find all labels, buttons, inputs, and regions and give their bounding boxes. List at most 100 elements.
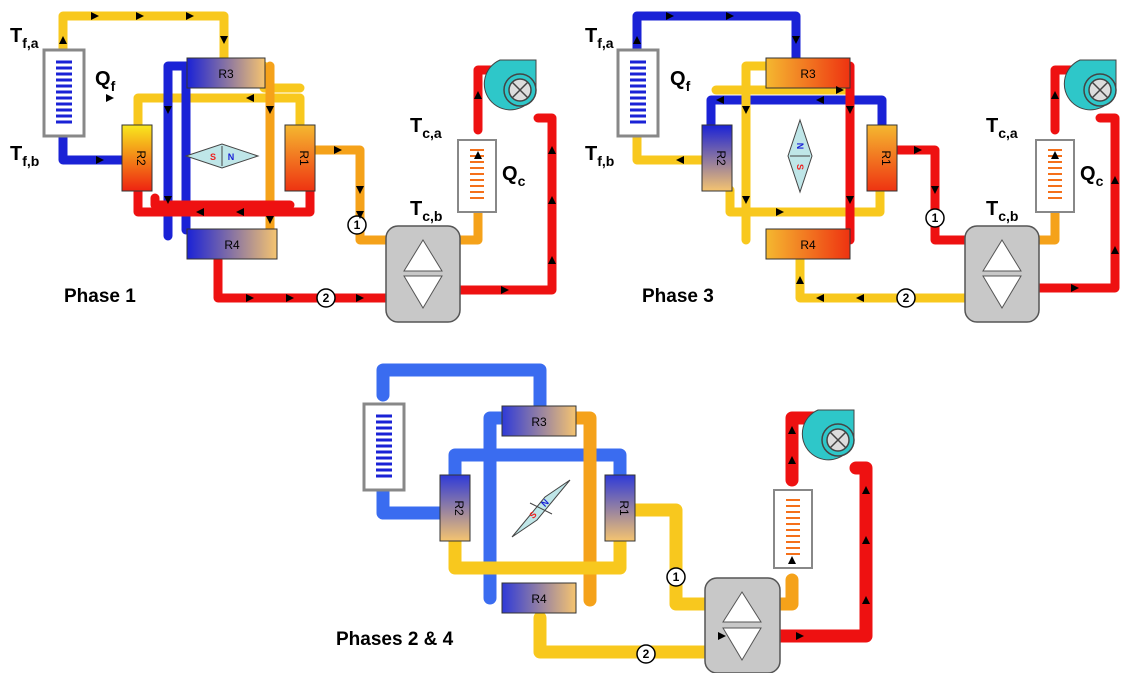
phase1-pipe-red-lower bbox=[150, 193, 295, 210]
phase3-r1-label: R1 bbox=[879, 150, 893, 166]
phase3-r2-label: R2 bbox=[714, 150, 728, 166]
phase1-magnet-n: N bbox=[228, 152, 235, 162]
flow-arrow bbox=[474, 151, 482, 159]
phase3-r4-label: R4 bbox=[800, 238, 816, 252]
phase1-r3-block bbox=[186, 57, 266, 89]
phase1-tfa: Tf,a bbox=[10, 25, 39, 51]
svg-text:2: 2 bbox=[903, 291, 910, 305]
flow-arrow bbox=[1111, 176, 1119, 184]
flow-arrow bbox=[776, 208, 784, 216]
phase3-port-2: 2 bbox=[896, 288, 916, 308]
phase1-cold-hx-coil bbox=[56, 60, 72, 124]
phase3-pipe-r4-to-pump bbox=[795, 255, 970, 303]
svg-text:Tf,a: Tf,a bbox=[585, 25, 614, 51]
flow-arrow bbox=[96, 156, 104, 164]
phase3-pump bbox=[964, 225, 1040, 323]
flow-arrow bbox=[796, 276, 804, 284]
phase1-magnet: S N bbox=[184, 143, 260, 169]
svg-text:Tf,b: Tf,b bbox=[585, 143, 614, 169]
phase24-pipes bbox=[376, 363, 873, 659]
flow-arrow bbox=[716, 96, 724, 104]
flow-arrow bbox=[106, 94, 114, 102]
flow-arrow bbox=[856, 294, 864, 302]
flow-arrow bbox=[356, 186, 364, 194]
svg-text:1: 1 bbox=[673, 570, 680, 584]
flow-arrow bbox=[796, 632, 804, 640]
phase3-r2-block bbox=[701, 124, 733, 192]
phase1-pump bbox=[385, 225, 461, 323]
flow-arrow bbox=[356, 294, 364, 302]
flow-arrow bbox=[246, 94, 254, 102]
flow-arrow bbox=[792, 36, 800, 44]
flow-arrow bbox=[846, 196, 854, 204]
phase1-r1-label: R1 bbox=[297, 150, 311, 166]
flow-arrow bbox=[246, 294, 254, 302]
flow-arrow bbox=[266, 106, 274, 114]
phase3-pipe-yellow-inner bbox=[725, 185, 885, 217]
phase1-tca: Tc,a bbox=[410, 115, 442, 141]
svg-text:Qf: Qf bbox=[670, 68, 691, 94]
phase1-r2-label: R2 bbox=[134, 150, 148, 166]
phase24-port-1: 1 bbox=[666, 567, 686, 587]
phase24-magnet-n: N bbox=[539, 497, 551, 509]
phase1-r2-block bbox=[121, 124, 153, 192]
svg-text:1: 1 bbox=[932, 211, 939, 225]
svg-text:Qc: Qc bbox=[1080, 163, 1104, 189]
flow-arrow bbox=[676, 156, 684, 164]
flow-arrow bbox=[548, 146, 556, 154]
svg-text:2: 2 bbox=[643, 647, 650, 661]
phase1-r3-label: R3 bbox=[218, 67, 234, 81]
phase1-magnet-s: S bbox=[210, 152, 216, 162]
phase3-magnet: N S bbox=[787, 118, 813, 194]
flow-arrow bbox=[548, 196, 556, 204]
phase1-r4-label: R4 bbox=[224, 238, 240, 252]
phase24-pipe-r1-to-pump bbox=[628, 503, 712, 611]
flow-arrow bbox=[548, 256, 556, 264]
flow-arrow bbox=[931, 186, 939, 194]
flow-arrow bbox=[742, 196, 750, 204]
phase24-pipe-r4-to-pump bbox=[533, 611, 712, 659]
phase3-r3-label: R3 bbox=[800, 67, 816, 81]
phase1-pipe-inner-yellow bbox=[133, 93, 305, 130]
flow-arrow bbox=[266, 216, 274, 224]
svg-text:Tc,b: Tc,b bbox=[986, 198, 1018, 224]
phase1-pipe-red-middle bbox=[133, 185, 315, 217]
flow-arrow bbox=[788, 426, 796, 434]
flow-arrow bbox=[836, 86, 844, 94]
flow-arrow bbox=[788, 456, 796, 464]
phase1-r1-block bbox=[284, 124, 316, 192]
flow-arrow bbox=[718, 632, 726, 640]
flow-arrow bbox=[236, 208, 244, 216]
flow-arrow bbox=[788, 556, 796, 564]
phase3-r4-block bbox=[765, 228, 851, 260]
phase24-pipe-blue-frame bbox=[483, 411, 509, 605]
phase24-pipe-pump-to-hot bbox=[773, 573, 799, 611]
phase3-diagram: R3 R2 R1 R4 N S 1 2 Phase 3 bbox=[585, 11, 1120, 323]
flow-arrow bbox=[196, 208, 204, 216]
flow-arrow bbox=[862, 486, 870, 494]
flow-arrow bbox=[164, 106, 172, 114]
phase1-diagram: R3 R2 R1 R4 S N 1 2 Phase 1 bbox=[10, 11, 557, 323]
phase1-hot-hx bbox=[457, 139, 497, 213]
flow-arrows bbox=[59, 12, 1119, 640]
phase1-pipe-r3-left bbox=[163, 61, 191, 241]
flow-arrow bbox=[334, 146, 342, 154]
phase24-pipe-blue-inner bbox=[448, 448, 627, 482]
phase24-magnet: S N bbox=[511, 479, 571, 538]
flow-arrow bbox=[633, 36, 641, 44]
phase24-pipe-cold-return bbox=[376, 483, 447, 520]
phase24-port-2: 2 bbox=[636, 644, 656, 664]
flow-arrow bbox=[136, 12, 144, 20]
phase24-r3-label: R3 bbox=[531, 415, 547, 429]
phase3-r3-block bbox=[765, 57, 851, 89]
phase24-r1-label: R1 bbox=[617, 500, 631, 516]
phase3-pipe-yellow-left bbox=[741, 61, 771, 245]
flow-arrow bbox=[1111, 246, 1119, 254]
phase24-pipe-orange-right bbox=[569, 411, 597, 607]
flow-arrow bbox=[91, 12, 99, 20]
phase24-r4-block bbox=[501, 582, 577, 614]
flow-arrow bbox=[1051, 91, 1059, 99]
phase3-r1-block bbox=[866, 124, 898, 192]
phase1-port-1: 1 bbox=[347, 215, 367, 235]
flow-arrow bbox=[1071, 284, 1079, 292]
